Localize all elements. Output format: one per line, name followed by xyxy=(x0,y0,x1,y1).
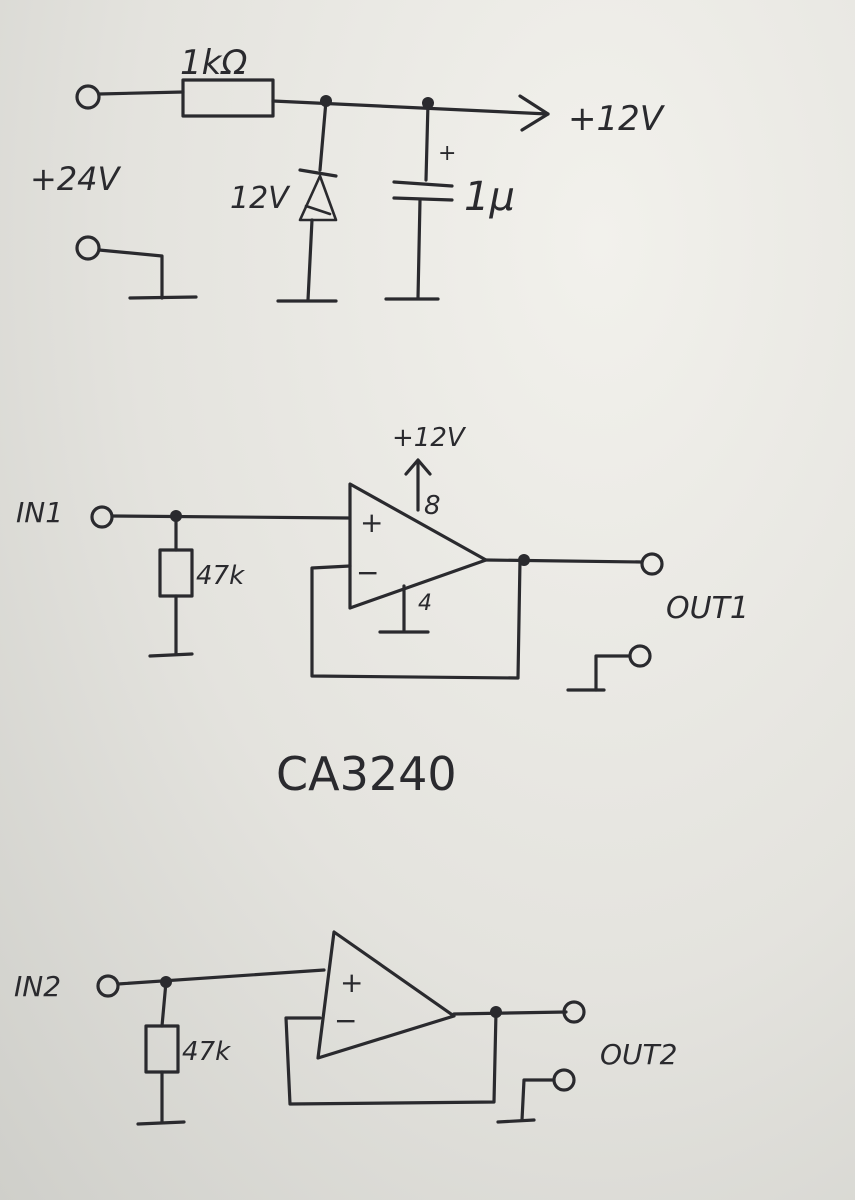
junction-node xyxy=(518,554,530,566)
opamp1-vcc-label: +12V xyxy=(392,423,467,453)
input-terminal-24v xyxy=(75,84,101,110)
opamp2-in-label: IN2 xyxy=(14,970,61,1003)
output-12v-label: +12V xyxy=(568,99,666,139)
opamp1-output-terminal xyxy=(640,552,664,576)
resistor-1k xyxy=(181,78,275,118)
opamp1-plus: + xyxy=(360,506,383,539)
opamp1-section: +12V 8 IN1 + − OUT1 4 47k xyxy=(16,423,749,692)
opamp2-section: IN2 + − OUT2 47k xyxy=(14,930,677,1126)
opamp1-resistor-47k xyxy=(158,548,194,598)
part-label: CA3240 xyxy=(276,747,457,801)
opamp1-minus: − xyxy=(356,556,379,589)
opamp1-pin-gnd: 4 xyxy=(418,591,432,616)
opamp2-ground-terminal xyxy=(552,1068,576,1092)
ground-symbol xyxy=(496,1118,536,1124)
zener-diode xyxy=(298,174,338,222)
ground-symbol xyxy=(136,1120,186,1126)
opamp1-in-label: IN1 xyxy=(16,496,63,529)
opamp1-triangle xyxy=(348,482,488,610)
opamp2-r-label: 47k xyxy=(182,1037,231,1067)
ground-symbol xyxy=(148,652,194,658)
output-arrow xyxy=(518,94,550,132)
opamp2-out-label: OUT2 xyxy=(600,1038,677,1071)
opamp2-minus: − xyxy=(334,1004,357,1037)
ground-symbol xyxy=(128,295,198,300)
opamp2-triangle xyxy=(316,930,456,1060)
opamp1-input-terminal xyxy=(90,505,114,529)
junction-node xyxy=(490,1006,502,1018)
opamp2-plus: + xyxy=(340,966,363,999)
input-24v-label: +24V xyxy=(30,160,122,198)
opamp1-ground-terminal xyxy=(628,644,652,668)
opamp2-resistor-47k xyxy=(144,1024,180,1074)
zener-label: 12V xyxy=(230,181,291,216)
opamp2-input-terminal xyxy=(96,974,120,998)
supply-section: 1kΩ +12V 12V + 1µ +24V xyxy=(30,43,666,303)
opamp2-output-terminal xyxy=(562,1000,586,1024)
ground-terminal xyxy=(75,235,101,261)
capacitor-polarity: + xyxy=(438,141,456,166)
capacitor-plate xyxy=(392,180,454,188)
opamp1-out-label: OUT1 xyxy=(666,591,749,626)
resistor-label: 1kΩ xyxy=(180,43,247,83)
opamp1-r-label: 47k xyxy=(196,561,245,591)
capacitor-label: 1µ xyxy=(464,174,515,220)
opamp1-pin-vcc: 8 xyxy=(424,491,441,521)
capacitor-plate xyxy=(392,196,454,202)
